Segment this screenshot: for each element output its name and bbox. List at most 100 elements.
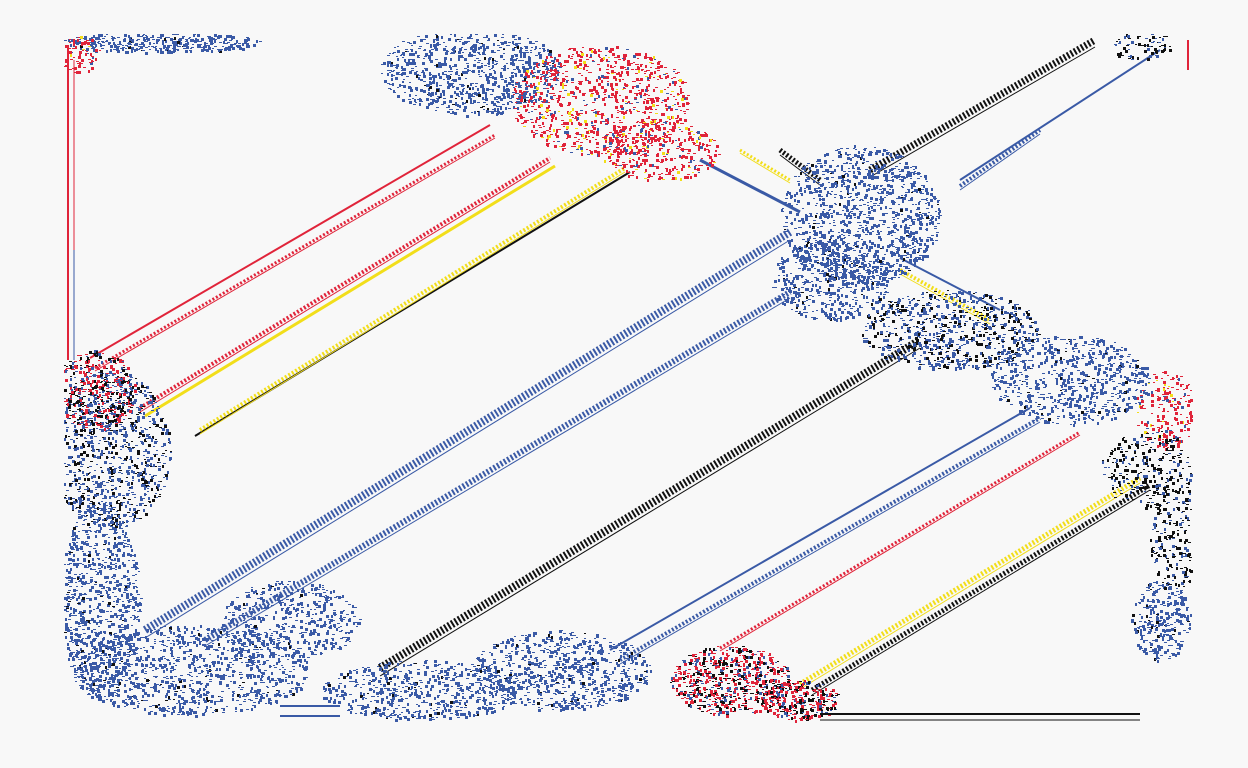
noise-cell — [821, 220, 823, 221]
noise-cell — [968, 292, 970, 293]
noise-cell — [876, 250, 879, 253]
noise-cell — [75, 40, 78, 41]
noise-cell — [931, 205, 933, 208]
noise-cell — [125, 51, 127, 54]
noise-cell — [888, 317, 890, 318]
noise-cell — [787, 240, 789, 241]
noise-cell — [106, 40, 108, 41]
noise-cell — [160, 48, 162, 51]
noise-cell — [919, 344, 922, 347]
noise-cell — [965, 312, 968, 313]
noise-cell — [874, 169, 876, 172]
noise-cell — [98, 41, 100, 42]
noise-cell — [903, 258, 905, 261]
noise-cell — [560, 83, 562, 86]
noise-cell — [909, 248, 912, 249]
noise-cell — [206, 43, 208, 44]
noise-cell — [933, 333, 935, 336]
noise-cell — [997, 363, 999, 364]
noise-cell — [446, 75, 449, 78]
noise-cell — [578, 134, 581, 135]
noise-cell — [443, 65, 446, 66]
noise-cell — [898, 269, 900, 272]
noise-cell — [947, 306, 949, 309]
noise-cell — [398, 74, 401, 75]
noise-cell — [969, 356, 971, 357]
noise-cell — [829, 250, 831, 251]
noise-cell — [899, 239, 901, 242]
noise-cell — [507, 89, 510, 92]
noise-cell — [542, 63, 545, 64]
noise-cell — [686, 109, 689, 110]
noise-cell — [876, 185, 879, 186]
noise-cell — [909, 301, 911, 304]
noise-cell — [866, 217, 869, 218]
noise-cell — [544, 88, 547, 89]
noise-cell — [605, 123, 607, 124]
noise-cell — [915, 166, 917, 169]
noise-cell — [467, 85, 469, 88]
noise-cell — [956, 350, 959, 351]
noise-cell — [540, 117, 543, 118]
noise-cell — [807, 241, 809, 244]
noise-cell — [589, 48, 592, 51]
noise-cell — [601, 113, 604, 116]
noise-cell — [888, 172, 890, 173]
noise-cell — [613, 125, 616, 128]
noise-cell — [909, 216, 912, 219]
noise-cell — [641, 139, 643, 140]
noise-cell — [986, 304, 988, 305]
noise-cell — [495, 61, 498, 62]
noise-cell — [1001, 326, 1004, 329]
noise-cell — [891, 230, 894, 233]
noise-cell — [539, 56, 542, 59]
noise-cell — [1012, 306, 1014, 309]
noise-cell — [662, 136, 665, 137]
noise-cell — [577, 87, 579, 90]
noise-cell — [644, 93, 646, 96]
noise-cell — [878, 296, 880, 299]
noise-cell — [794, 228, 797, 229]
noise-cell — [863, 152, 865, 153]
noise-cell — [876, 283, 879, 286]
noise-cell — [642, 119, 644, 122]
noise-cell — [922, 218, 924, 219]
noise-cell — [535, 90, 538, 91]
noise-cell — [910, 167, 912, 168]
noise-cell — [700, 146, 703, 149]
noise-cell — [575, 96, 577, 99]
noise-cell — [476, 40, 479, 41]
noise-cell — [801, 287, 804, 288]
noise-cell — [911, 192, 913, 193]
noise-cell — [190, 39, 193, 42]
noise-cell — [657, 66, 660, 69]
noise-cell — [645, 133, 647, 136]
noise-cell — [907, 360, 910, 363]
noise-cell — [840, 288, 842, 289]
noise-cell — [907, 171, 910, 174]
noise-cell — [709, 156, 712, 159]
noise-cell — [880, 201, 883, 204]
noise-cell — [688, 149, 691, 152]
noise-cell — [1013, 357, 1016, 358]
noise-cell — [824, 272, 827, 275]
noise-cell — [440, 93, 442, 96]
noise-cell — [226, 47, 228, 50]
noise-cell — [647, 77, 649, 80]
noise-cell — [877, 171, 880, 174]
noise-cell — [519, 101, 522, 104]
noise-cell — [869, 346, 871, 347]
noise-cell — [384, 80, 387, 83]
noise-cell — [906, 235, 909, 236]
noise-cell — [509, 101, 512, 102]
noise-cell — [596, 142, 599, 145]
noise-cell — [976, 367, 979, 370]
noise-cell — [575, 128, 578, 129]
noise-cell — [692, 142, 694, 143]
noise-cell — [517, 82, 520, 85]
noise-cell — [679, 155, 681, 158]
noise-cell — [897, 230, 899, 231]
noise-cell — [429, 55, 431, 58]
noise-cell — [1016, 344, 1018, 347]
noise-cell — [822, 270, 824, 271]
